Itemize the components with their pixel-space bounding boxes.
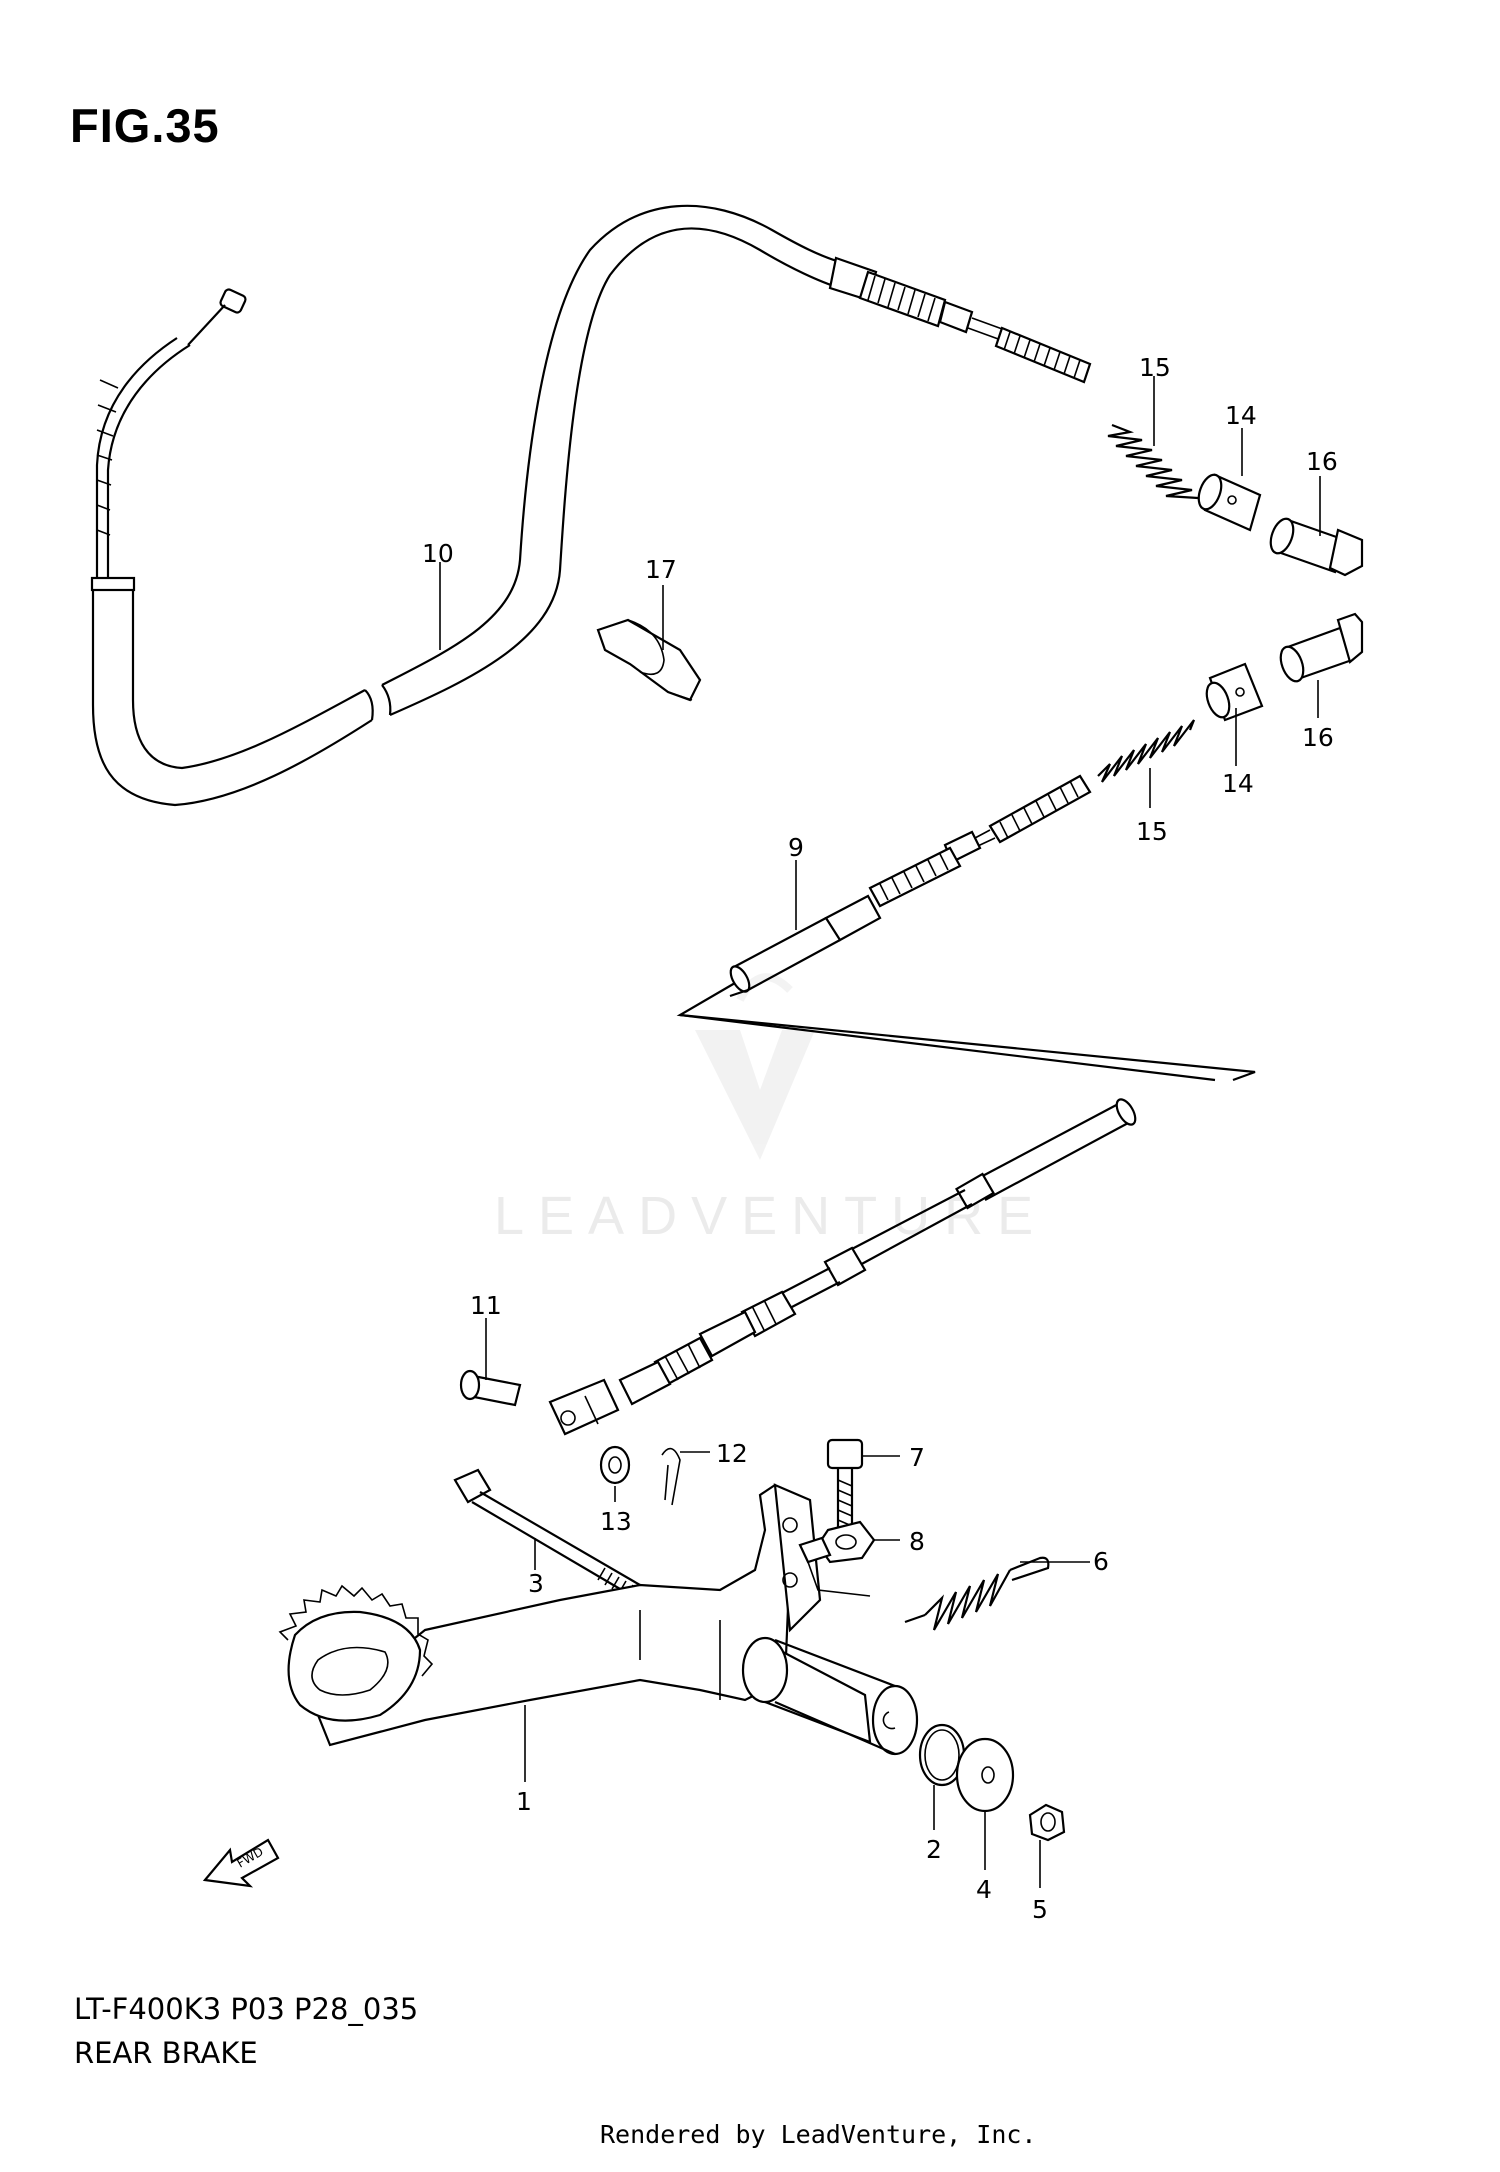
figure-title: FIG.35 [70,99,220,152]
callout-11: 11 [470,1291,502,1320]
callout-16-lower: 16 [1302,723,1334,752]
callout-14-upper: 14 [1225,401,1257,430]
nut-5 [1028,1803,1066,1842]
callout-15-lower: 15 [1136,817,1168,846]
callout-5: 5 [1032,1895,1048,1924]
callout-4: 4 [976,1875,992,1904]
pin-16-upper [1269,517,1364,577]
pin-11 [459,1369,522,1407]
callout-2: 2 [926,1835,942,1864]
assembly-name: REAR BRAKE [74,2036,258,2070]
callout-16-upper: 16 [1306,447,1338,476]
leadventure-logo [695,973,815,1160]
callout-14-lower: 14 [1222,769,1254,798]
clamp-17 [596,618,702,702]
callout-12: 12 [716,1439,748,1468]
fwd-arrow-icon: FWD [202,1838,280,1888]
model-code: LT-F400K3 P03 P28_035 [74,1992,419,2026]
callout-6: 6 [1093,1547,1109,1576]
callout-7: 7 [909,1443,925,1472]
washer-4 [955,1737,1015,1813]
collar-14-upper [1197,473,1262,532]
spring-15-upper [1107,423,1199,500]
cable-9 [548,612,1364,1436]
callout-15-upper: 15 [1139,353,1171,382]
bolt-3 [453,1468,641,1598]
bolt-7 [826,1438,864,1530]
callout-8: 8 [909,1527,925,1556]
cotter-pin-12 [661,1447,681,1506]
callout-3: 3 [528,1569,544,1598]
callout-10: 10 [422,539,454,568]
pin-16-lower [1279,612,1364,683]
callout-1: 1 [516,1787,532,1816]
render-credit: Rendered by LeadVenture, Inc. [600,2120,1037,2149]
brake-pedal-1 [278,1483,919,1756]
spring-6 [904,1556,1050,1631]
callout-17: 17 [645,555,677,584]
leader-lines [439,376,1321,1888]
callout-13: 13 [600,1507,632,1536]
collar-14-lower [1205,662,1264,722]
cable-10 [90,204,1092,807]
callout-9: 9 [788,833,804,862]
watermark-text: LEADVENTURE [494,1186,1048,1246]
callouts: 10 15 14 16 17 16 14 15 9 11 12 13 3 7 8… [422,353,1338,1924]
washer-13 [599,1445,631,1485]
